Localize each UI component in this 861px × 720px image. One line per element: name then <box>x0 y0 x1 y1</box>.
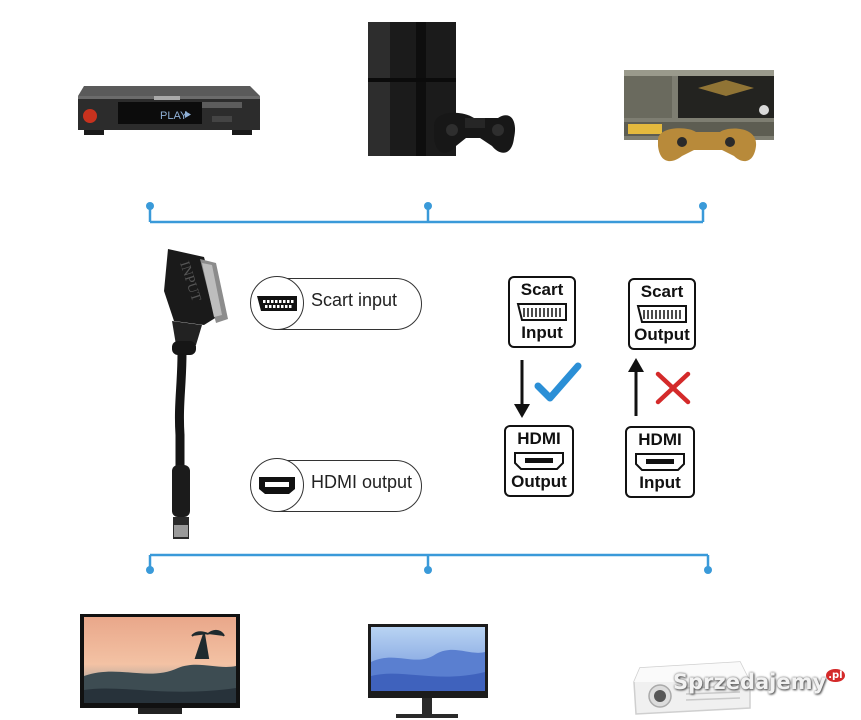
scart-input-badge-caption: Input <box>521 323 563 342</box>
checkmark-icon <box>534 362 582 402</box>
watermark-text: Sprzedajemy <box>673 670 827 694</box>
ps4-console-image <box>368 22 516 156</box>
dvd-display-text: PLAY <box>160 110 188 122</box>
dvd-player-image: PLAY <box>78 86 260 135</box>
hdmi-port-icon <box>514 452 564 470</box>
scart-output-badge-title: Scart <box>640 282 684 301</box>
hdmi-input-badge: HDMI Input <box>625 426 695 498</box>
scart-input-badge-title: Scart <box>520 280 564 299</box>
cross-icon <box>655 371 691 405</box>
hdmi-output-badge-title: HDMI <box>517 429 561 448</box>
scart-input-label: Scart input <box>311 290 398 310</box>
hdmi-port-icon <box>635 453 685 471</box>
scart-to-hdmi-adapter-image: INPUT <box>164 249 228 539</box>
hdmi-output-badge-caption: Output <box>511 472 567 491</box>
hdmi-output-label: HDMI output <box>311 472 413 492</box>
hdmi-output-pill: HDMI output <box>250 458 422 512</box>
watermark-logo: Sprzedajemy.pl <box>673 669 845 694</box>
xbox-one-console-image <box>624 70 774 162</box>
projector-image <box>633 661 751 715</box>
hdmi-connector-icon <box>250 458 304 512</box>
scart-output-badge-caption: Output <box>634 325 690 344</box>
scart-port-icon <box>516 303 567 321</box>
hdmi-input-badge-title: HDMI <box>638 430 682 449</box>
hdmi-input-badge-caption: Input <box>639 473 681 492</box>
tv-image <box>80 614 240 714</box>
arrow-up-icon <box>628 358 644 416</box>
monitor-image <box>368 624 488 718</box>
scart-input-badge: Scart Input <box>508 276 576 348</box>
arrow-down-icon <box>514 360 530 418</box>
watermark-suffix: .pl <box>826 669 845 682</box>
scart-output-badge: Scart Output <box>628 278 696 350</box>
scart-port-icon <box>636 305 687 323</box>
scart-input-pill: Scart input <box>250 276 422 330</box>
hdmi-output-badge: HDMI Output <box>504 425 574 497</box>
scart-connector-icon <box>250 276 304 330</box>
